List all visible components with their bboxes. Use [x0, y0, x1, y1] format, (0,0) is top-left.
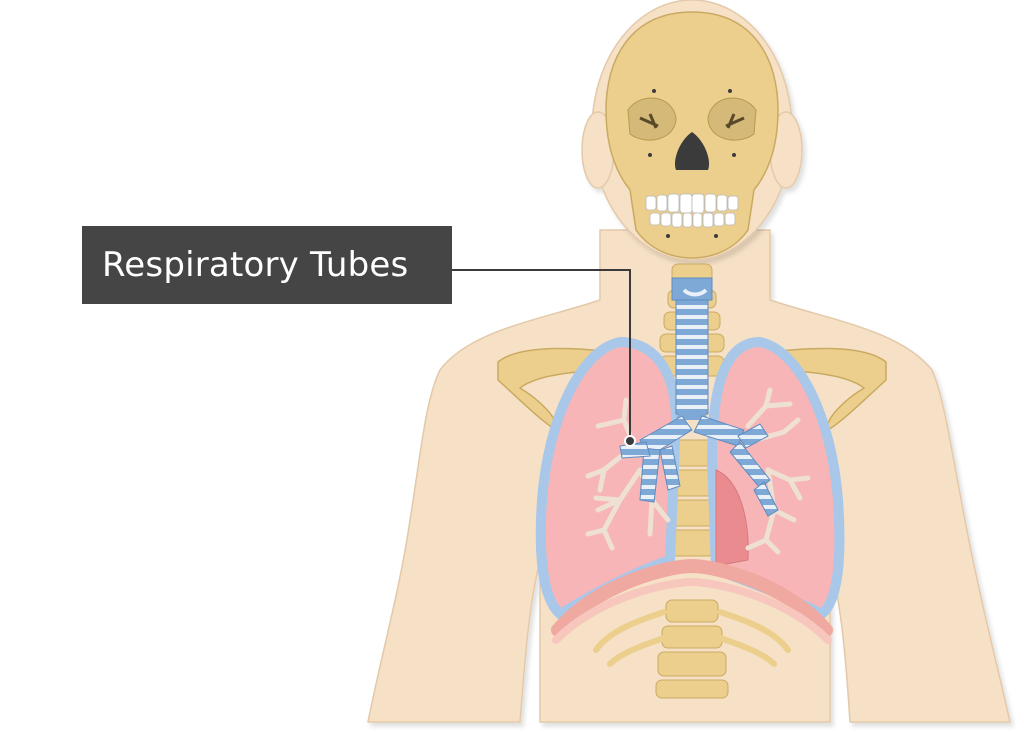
trachea-and-bronchi — [619, 277, 779, 517]
skull — [605, 11, 779, 259]
lower-ribs — [593, 609, 791, 667]
heart-notch — [715, 469, 749, 567]
upper-teeth — [645, 193, 739, 214]
structure-label-text: Respiratory Tubes — [102, 245, 409, 285]
pointer-dot-icon — [624, 435, 636, 447]
diaphragm — [551, 558, 833, 644]
leader-line — [452, 269, 636, 447]
lower-teeth — [649, 212, 736, 228]
structure-label: Respiratory Tubes — [82, 226, 452, 304]
left-lung — [535, 337, 681, 619]
